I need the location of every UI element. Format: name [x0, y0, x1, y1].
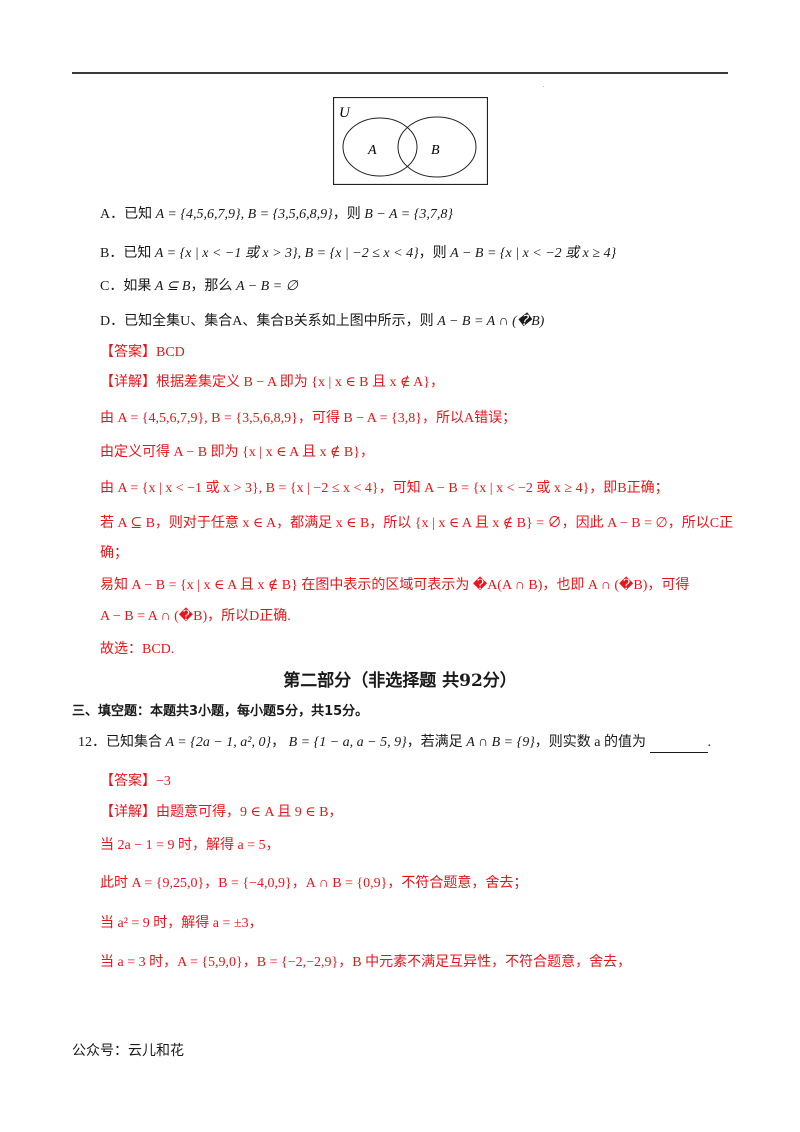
- stray-dot: [543, 86, 544, 87]
- explain-2-line-4: 当 a² = 9 时，解得 a = ±3，: [100, 916, 263, 931]
- set-b-label: B: [431, 143, 440, 158]
- explain-1-line-6: 确；: [100, 546, 128, 561]
- explain-2-line-2: 当 2a − 1 = 9 时，解得 a = 5，: [100, 838, 280, 853]
- universe-label: U: [339, 105, 351, 121]
- explain-1-line-1: 【详解】根据差集定义 B − A 即为 {x | x ∈ B 且 x ∉ A}，: [100, 375, 444, 390]
- explain-1-line-4: 由 A = {x | x < −1 或 x > 3}, B = {x | −2 …: [100, 481, 669, 496]
- explain-2-line-3: 此时 A = {9,25,0}，B = {−4,0,9}，A ∩ B = {0,…: [100, 876, 528, 891]
- footer-wechat: 公众号：云儿和花: [72, 1043, 184, 1059]
- question-12: 12．已知集合 A = {2a − 1, a², 0}， B = {1 − a,…: [78, 733, 711, 753]
- set-a-label: A: [367, 143, 377, 158]
- option-d: D．已知全集U、集合A、集合B关系如上图中所示，则 A − B = A ∩ (�…: [100, 314, 545, 329]
- header-rule: [72, 72, 728, 74]
- explain-1-line-3: 由定义可得 A − B 即为 {x | x ∈ A 且 x ∉ B}，: [100, 445, 374, 460]
- answer-2: 【答案】−3: [100, 774, 171, 789]
- option-b: B．已知 A = {x | x < −1 或 x > 3}, B = {x | …: [100, 246, 617, 261]
- explain-2-line-1: 【详解】由题意可得，9 ∈ A 且 9 ∈ B，: [100, 805, 343, 820]
- answer-1: 【答案】BCD: [100, 345, 185, 360]
- explain-1-line-2: 由 A = {4,5,6,7,9}, B = {3,5,6,8,9}，可得 B …: [100, 411, 517, 426]
- explain-1-line-8: A − B = A ∩ (�B)，所以D正确.: [100, 609, 291, 624]
- answer-blank: [649, 738, 708, 753]
- part2-heading: 第二部分（非选择题 共92分）: [283, 671, 517, 691]
- explain-2-line-5: 当 a = 3 时，A = {5,9,0}，B = {−2,−2,9}，B 中元…: [100, 955, 632, 970]
- explain-1-line-9: 故选：BCD.: [100, 642, 175, 657]
- explain-1-line-7: 易知 A − B = {x | x ∈ A 且 x ∉ B} 在图中表示的区域可…: [100, 578, 690, 593]
- option-a: A．已知 A = {4,5,6,7,9}, B = {3,5,6,8,9}，则 …: [100, 207, 453, 222]
- section-3-title: 三、填空题：本题共3小题，每小题5分，共15分。: [72, 704, 369, 719]
- option-c: C．如果 A ⊆ B，那么 A − B = ∅: [100, 279, 298, 294]
- venn-diagram: U A B: [333, 97, 488, 185]
- explain-1-line-5: 若 A ⊆ B，则对于任意 x ∈ A，都满足 x ∈ B，所以 {x | x …: [100, 516, 734, 531]
